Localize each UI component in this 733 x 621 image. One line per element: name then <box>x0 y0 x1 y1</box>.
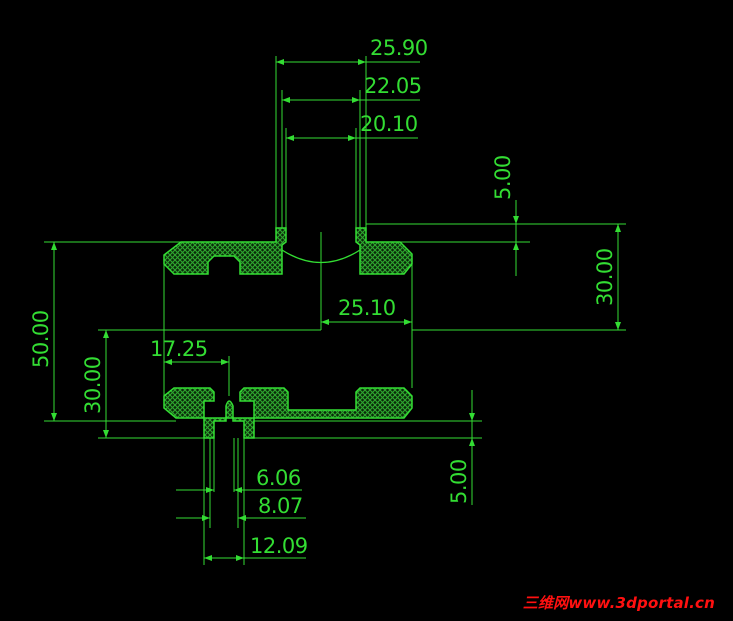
dim-bottom-lip-height: 5.00 <box>447 459 471 504</box>
arrowheads <box>51 59 621 561</box>
dim-top-width-inner: 20.10 <box>360 112 418 136</box>
dim-right-height: 30.00 <box>593 248 617 306</box>
dim-mid-width: 25.10 <box>338 296 396 320</box>
dim-top-lip-height: 5.00 <box>491 155 515 200</box>
dim-slot-offset: 17.25 <box>150 337 208 361</box>
dim-slot-width-outer: 12.09 <box>250 534 308 558</box>
watermark-text: 三维网www.3dportal.cn <box>522 594 715 612</box>
dimension-lines <box>44 56 626 565</box>
bottom-left-flange <box>163 387 413 439</box>
top-left-flange <box>163 227 287 275</box>
dim-top-width-mid: 22.05 <box>364 74 422 98</box>
top-right-flange <box>355 227 413 275</box>
dim-slot-width-inner: 6.06 <box>256 466 301 490</box>
dim-left-height-lower: 30.00 <box>81 356 105 414</box>
profile-section <box>163 227 413 439</box>
dim-top-width-outer: 25.90 <box>370 36 428 60</box>
dim-left-height-total: 50.00 <box>29 310 53 368</box>
dim-slot-width-mid: 8.07 <box>258 494 303 518</box>
